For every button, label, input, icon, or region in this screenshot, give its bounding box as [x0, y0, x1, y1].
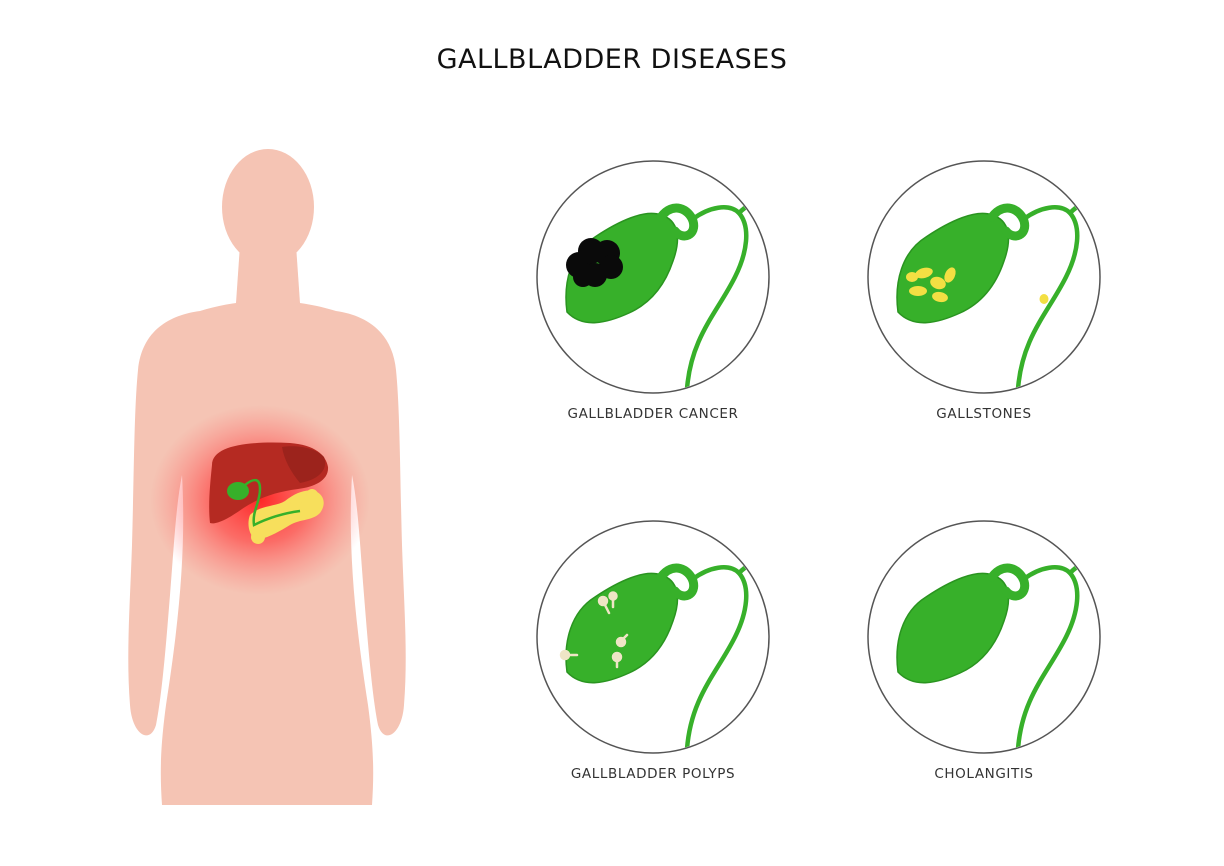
page-title: GALLBLADDER DISEASES	[436, 44, 788, 75]
panel-gallstones: GALLSTONES	[864, 157, 1104, 437]
disease-label: GALLSTONES	[936, 406, 1032, 422]
gallbladder-polyps-illustration	[536, 520, 770, 754]
inflammation-glow	[150, 405, 370, 595]
disease-label: CHOLANGITIS	[934, 766, 1034, 782]
cholangitis-illustration	[867, 520, 1101, 754]
pancreas-icon	[248, 489, 324, 544]
gallbladder-cancer-illustration	[536, 160, 770, 394]
panel-gallbladder-cancer: GALLBLADDER CANCER	[533, 157, 773, 437]
stones-icon	[906, 267, 1049, 304]
tumor-icon	[566, 238, 623, 287]
gallstones-illustration	[867, 160, 1101, 394]
panel-gallbladder-polyps: GALLBLADDER POLYPS	[533, 517, 773, 797]
gallbladder-small-icon	[227, 478, 301, 527]
liver-icon	[209, 442, 329, 524]
human-body-illustration	[128, 149, 406, 805]
disease-label: GALLBLADDER CANCER	[567, 406, 739, 422]
polyps-icon	[559, 591, 629, 669]
disease-label: GALLBLADDER POLYPS	[570, 766, 736, 782]
panel-cholangitis: CHOLANGITIS	[864, 517, 1104, 797]
